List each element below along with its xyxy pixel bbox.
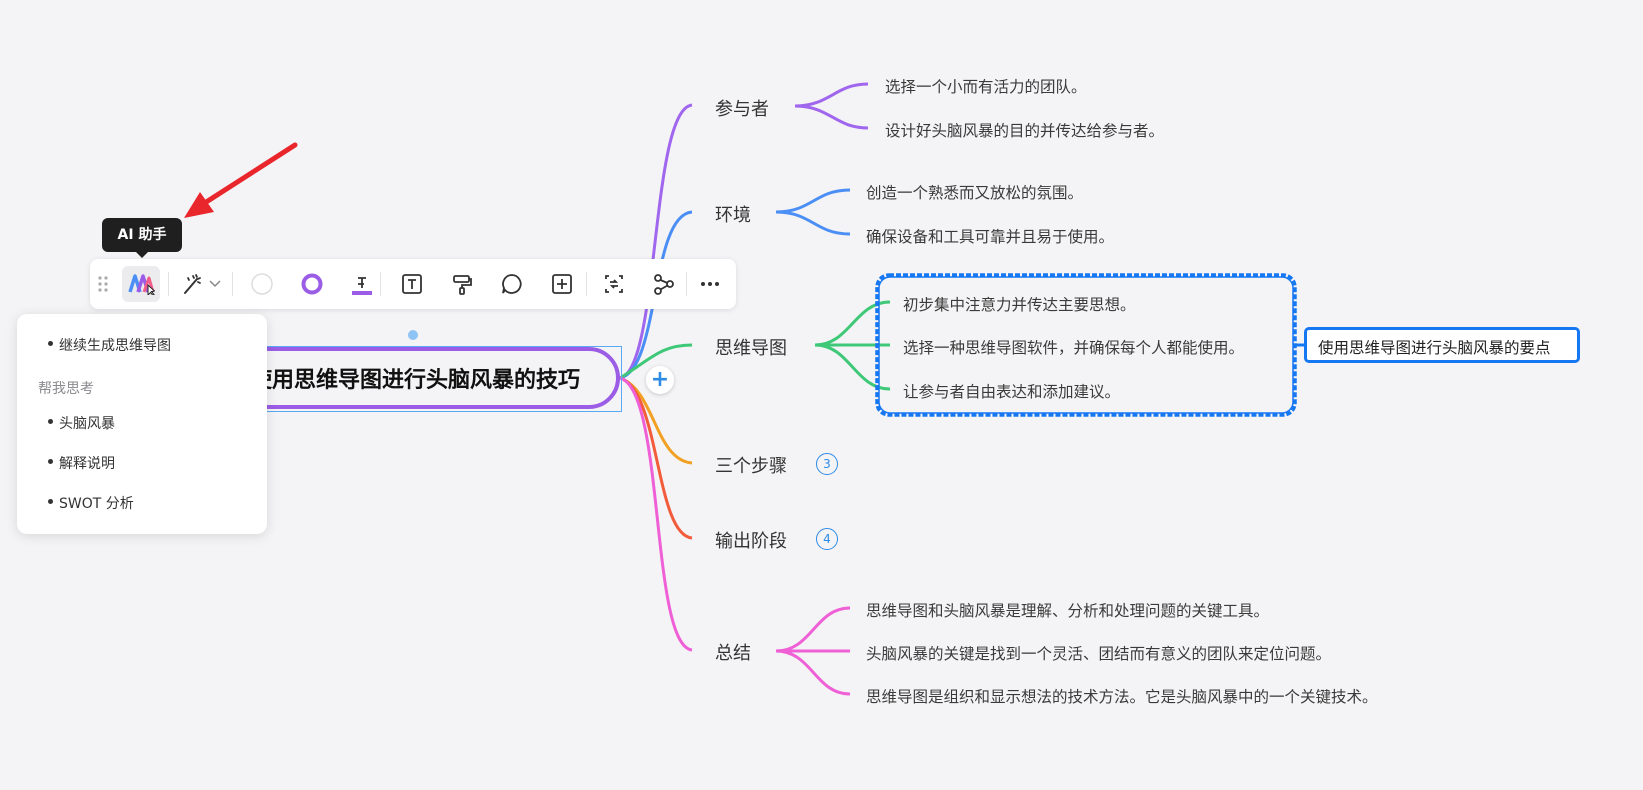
menu-item-continue-generate[interactable]: 继续生成思维导图: [17, 326, 267, 362]
leaf-node[interactable]: 初步集中注意力并传达主要思想。: [903, 296, 1136, 314]
menu-item-label: 继续生成思维导图: [59, 338, 171, 354]
collapsed-count-badge[interactable]: 4: [816, 528, 838, 550]
connector-environment-leaf-1: [775, 188, 851, 214]
root-drag-handle[interactable]: [408, 330, 418, 340]
leaf-node[interactable]: 选择一种思维导图软件，并确保每个人都能使用。: [903, 339, 1245, 357]
menu-item-brainstorm[interactable]: 头脑风暴: [17, 404, 267, 440]
leaf-node[interactable]: 让参与者自由表达和添加建议。: [903, 383, 1121, 401]
bullet-icon: [48, 419, 53, 424]
chevron-down-icon[interactable]: [206, 268, 224, 300]
bullet-icon: [48, 341, 53, 346]
branch-three-steps[interactable]: 三个步骤: [715, 456, 787, 477]
add-child-button[interactable]: +: [646, 366, 674, 394]
branch-output-stage[interactable]: 输出阶段: [715, 531, 787, 552]
menu-item-label: 头脑风暴: [59, 416, 115, 432]
text-style-icon[interactable]: [396, 268, 428, 300]
bullet-icon: [48, 459, 53, 464]
bullet-icon: [48, 499, 53, 504]
root-label: 使用思维导图进行头脑风暴的技巧: [250, 368, 581, 393]
branch-participants[interactable]: 参与者: [715, 99, 769, 120]
leaf-node[interactable]: 创造一个熟悉而又放松的氛围。: [866, 184, 1084, 202]
menu-item-explain[interactable]: 解释说明: [17, 444, 267, 480]
connector-summary-leaf-1: [775, 606, 851, 653]
layout-icon[interactable]: [598, 268, 630, 300]
branch-environment[interactable]: 环境: [715, 205, 751, 226]
leaf-node[interactable]: 确保设备和工具可靠并且易于使用。: [866, 228, 1115, 246]
toolbar-separator: [686, 272, 687, 296]
magic-wand-icon[interactable]: [176, 268, 208, 300]
insert-icon[interactable]: [546, 268, 578, 300]
comment-icon[interactable]: [496, 268, 528, 300]
leaf-node[interactable]: 思维导图是组织和显示想法的技术方法。它是头脑风暴中的一个关键技术。: [866, 688, 1378, 706]
connector-summary-leaf-3: [775, 649, 851, 696]
toolbar-separator: [380, 272, 381, 296]
leaf-node[interactable]: 选择一个小而有活力的团队。: [885, 78, 1087, 96]
text-color-icon[interactable]: [346, 268, 378, 300]
fill-color-icon[interactable]: [246, 268, 278, 300]
leaf-node[interactable]: 头脑风暴的关键是找到一个灵活、团结而有意义的团队来定位问题。: [866, 645, 1332, 663]
format-painter-icon[interactable]: [446, 268, 478, 300]
tooltip-arrow: [135, 251, 149, 258]
leaf-node[interactable]: 设计好头脑风暴的目的并传达给参与者。: [885, 122, 1165, 140]
toolbar-separator: [168, 272, 169, 296]
connector-root-mindmap: [619, 343, 693, 380]
toolbar-separator: [232, 272, 233, 296]
menu-item-swot[interactable]: SWOT 分析: [17, 484, 267, 520]
node-toolbar: [90, 259, 736, 309]
toolbar-separator: [586, 272, 587, 296]
branch-mindmap[interactable]: 思维导图: [715, 338, 787, 359]
connector-root-participants: [619, 103, 693, 380]
collapsed-count-badge[interactable]: 3: [816, 453, 838, 475]
ai-assistant-menu: 继续生成思维导图 帮我思考 头脑风暴 解释说明 SWOT 分析: [17, 314, 267, 534]
connector-root-summary: [619, 376, 693, 652]
summary-node[interactable]: [1304, 327, 1580, 363]
branch-summary[interactable]: 总结: [715, 643, 751, 664]
annotation-arrow-line: [197, 142, 298, 209]
ai-assistant-icon[interactable]: [122, 266, 160, 302]
relation-icon[interactable]: [648, 268, 680, 300]
border-color-icon[interactable]: [296, 268, 328, 300]
menu-section-title: 帮我思考: [38, 381, 94, 397]
ai-assistant-tooltip: AI 助手: [102, 218, 182, 252]
menu-item-label: 解释说明: [59, 456, 115, 472]
leaf-node[interactable]: 思维导图和头脑风暴是理解、分析和处理问题的关键工具。: [866, 602, 1270, 620]
connector-environment-leaf-2: [775, 210, 851, 236]
more-icon[interactable]: [694, 268, 726, 300]
menu-item-label: SWOT 分析: [59, 496, 134, 512]
annotation-arrow-head: [184, 192, 214, 218]
connector-participants-leaf-2: [794, 104, 869, 130]
summary-label: 使用思维导图进行头脑风暴的要点: [1318, 339, 1551, 357]
drag-handle-icon[interactable]: [92, 268, 114, 300]
connector-mindmap-leaf-3: [814, 343, 891, 391]
connector-participants-leaf-1: [794, 82, 869, 108]
